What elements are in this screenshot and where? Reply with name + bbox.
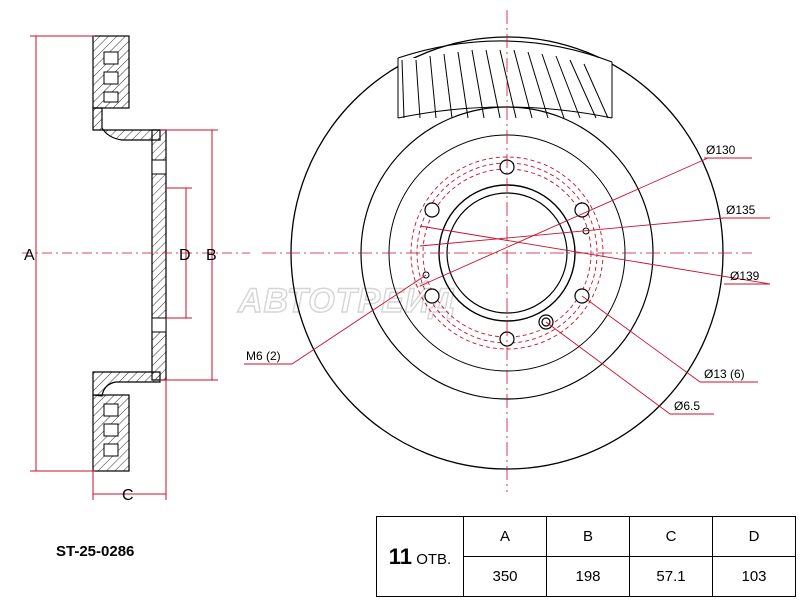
callout-leaders [244,157,771,415]
dim-label-b: B [206,247,217,264]
spec-table: 11 ОТВ. A B C D 350 198 57.1 103 [376,516,796,597]
callout-d139: Ø139 [730,269,760,283]
callout-d13: Ø13 (6) [704,367,745,381]
header-c: C [629,516,713,557]
value-b: 198 [546,556,630,597]
holes-cell: 11 ОТВ. [376,516,464,597]
table-row: 11 ОТВ. A B C D [376,516,796,597]
callout-d130: Ø130 [706,143,736,157]
watermark: АВТОТРЕЙД [237,281,456,320]
side-dimensions [30,35,218,500]
side-section-view [22,35,250,472]
header-d: D [712,516,796,557]
callout-d6-5: Ø6.5 [674,399,700,413]
bolt-holes [424,159,590,347]
holes-label: ОТВ. [416,550,452,568]
header-b: B [546,516,630,557]
value-c: 57.1 [629,556,713,597]
callout-m6: M6 (2) [246,349,281,363]
dim-label-a: A [24,247,35,264]
part-number: ST-25-0286 [56,543,134,560]
value-a: 350 [463,556,547,597]
dim-label-d: D [179,247,191,264]
table-row: 350 198 57.1 103 [377,556,796,597]
value-d: 103 [712,556,796,597]
callout-d135: Ø135 [726,203,756,217]
holes-count: 11 [388,543,413,569]
front-view [262,10,752,492]
header-a: A [463,516,547,557]
dim-label-c: C [122,487,134,504]
